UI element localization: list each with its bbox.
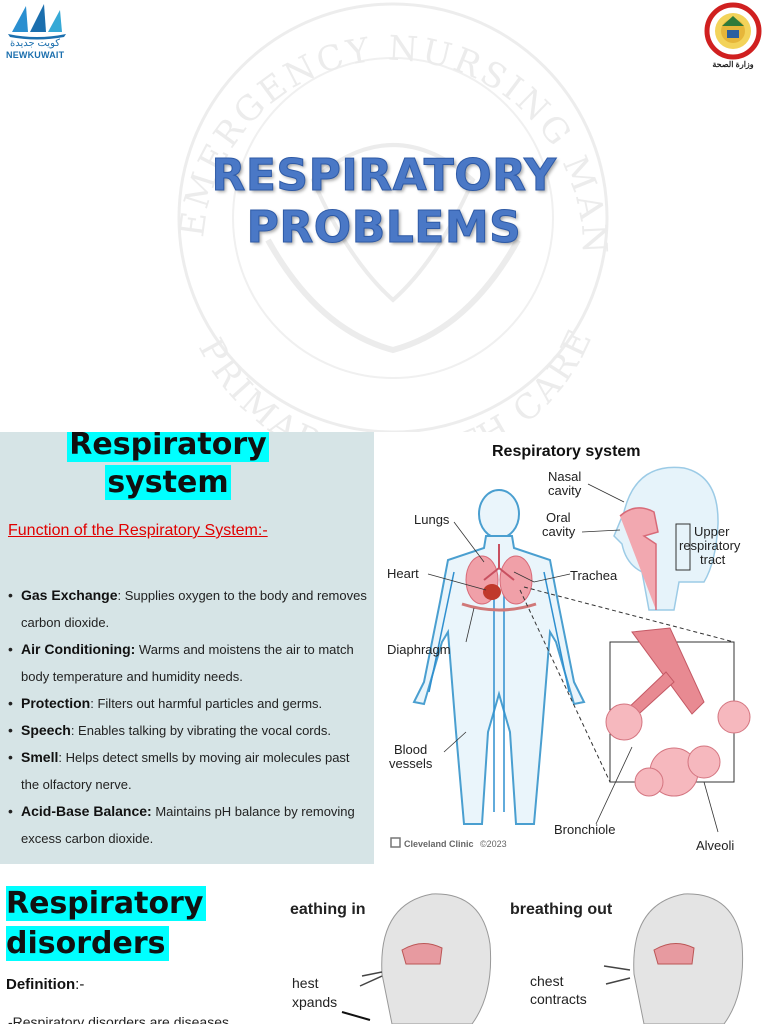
disorders-heading-line-2: disorders [6, 926, 169, 961]
head-breathing-out [603, 893, 744, 1024]
list-item: Smell: Helps detect smells by moving air… [8, 744, 370, 798]
respiratory-system-panel: Respiratory system Function of the Respi… [0, 432, 374, 864]
body-figure [412, 489, 586, 825]
label-diaphragm: Diaphragm [387, 642, 451, 657]
function-sep: : [70, 723, 75, 738]
diagram-title: Respiratory system [492, 443, 641, 460]
new-kuwait-logo: كويت جديدة NEWKUWAIT [4, 2, 72, 64]
watermark-emblem: EMERGENCY NURSING MANAGEMENT PRIMARY HEA… [118, 0, 612, 432]
head-breathing-in [341, 893, 492, 1024]
function-term: Speech [21, 722, 71, 738]
function-term: Gas Exchange [21, 587, 118, 603]
function-list: Gas Exchange: Supplies oxygen to the bod… [8, 582, 370, 852]
label-blood-1: Blood [394, 742, 427, 757]
function-sep: : [90, 696, 94, 711]
chest-contracts-label-2: contracts [530, 991, 587, 1007]
function-title: Function of the Respiratory System:- [8, 522, 268, 539]
breathing-out-label: breathing out [510, 901, 613, 918]
function-term: Air Conditioning: [21, 641, 136, 657]
leader-lines [427, 483, 719, 833]
definition-suffix: :- [75, 976, 85, 993]
function-desc: Enables talking by vibrating the vocal c… [74, 723, 331, 738]
list-item: Air Conditioning: Warms and moistens the… [8, 636, 370, 690]
logo-left-arabic: كويت جديدة [10, 38, 61, 49]
blood-vessels [428, 571, 570, 812]
disorders-heading-line-1: Respiratory [6, 886, 207, 921]
page-title: RESPIRATORY PROBLEMS [150, 150, 618, 254]
definition-label: Definition:- [6, 976, 84, 993]
system-heading-line-1: Respiratory [67, 432, 269, 462]
credit-text: Cleveland Clinic [404, 839, 474, 849]
function-sep: : [117, 588, 122, 603]
function-term: Smell [21, 749, 59, 765]
watermark-bottom-text: PRIMARY HEALTH CARE [190, 321, 598, 432]
head-profile [613, 466, 719, 611]
label-oral-2: cavity [542, 524, 576, 539]
breathing-illustration: eathing in breathing out hest xpands che… [282, 864, 768, 1024]
zoom-lines [519, 586, 735, 783]
label-blood-2: vessels [389, 756, 433, 771]
heart [483, 584, 501, 600]
list-item: Gas Exchange: Supplies oxygen to the bod… [8, 582, 370, 636]
sail-icon [8, 4, 66, 40]
label-nasal-1: Nasal [548, 469, 581, 484]
label-oral-1: Oral [546, 510, 571, 525]
definition-text: -Respiratory disorders are diseases [8, 1014, 229, 1024]
label-lungs: Lungs [414, 512, 450, 527]
chest-expands-label-2: xpands [292, 994, 337, 1010]
list-item: Acid-Base Balance: Maintains pH balance … [8, 798, 370, 852]
label-heart: Heart [387, 566, 419, 581]
respiratory-diagram: Respiratory system Nasal cavity Lungs Or… [374, 432, 768, 864]
function-desc: Filters out harmful particles and germs. [93, 696, 323, 711]
function-term: Protection [21, 695, 91, 711]
logo-right-arabic: وزارة الصحة [712, 60, 754, 69]
svg-text:PRIMARY HEALTH CARE: PRIMARY HEALTH CARE [190, 321, 601, 432]
ministry-of-health-logo: وزارة الصحة [700, 2, 766, 74]
list-item: Speech: Enables talking by vibrating the… [8, 717, 370, 744]
title-slide: EMERGENCY NURSING MANAGEMENT PRIMARY HEA… [0, 0, 768, 432]
list-item: Protection: Filters out harmful particle… [8, 690, 370, 717]
emblem-icon [704, 2, 762, 60]
chest-expands-label-1: hest [292, 975, 319, 991]
function-sep: : [58, 750, 62, 765]
label-upper-3: tract [700, 552, 726, 567]
label-upper-1: Upper [694, 524, 730, 539]
function-term: Acid-Base Balance: [21, 803, 152, 819]
respiratory-disorders-panel: Respiratory disorders Definition:- -Resp… [0, 864, 282, 1024]
function-desc: Maintains pH balance by removing excess … [21, 804, 355, 846]
definition-label-text: Definition [6, 976, 76, 993]
label-nasal-2: cavity [548, 483, 582, 498]
label-bronchiole: Bronchiole [554, 822, 615, 837]
breathing-in-label: eathing in [290, 901, 366, 918]
bronchiole-alveoli [605, 627, 751, 797]
function-desc: Warms and moistens the air to match body… [21, 642, 354, 684]
chest-contracts-label-1: chest [530, 973, 564, 989]
credit-year: ©2023 [480, 839, 507, 849]
title-line-2: PROBLEMS [246, 202, 522, 254]
title-line-1: RESPIRATORY [211, 150, 557, 202]
diaphragm [461, 602, 537, 612]
label-upper-2: respiratory [679, 538, 741, 553]
disorders-heading: Respiratory disorders [6, 884, 207, 964]
label-alveoli: Alveoli [696, 838, 734, 853]
system-heading: Respiratory system [48, 432, 288, 502]
label-trachea: Trachea [570, 568, 618, 583]
cleveland-clinic-icon [390, 837, 401, 848]
lungs [461, 544, 537, 612]
logo-left-brand: NEWKUWAIT [6, 50, 65, 60]
function-desc: Supplies oxygen to the body and removes … [21, 588, 367, 630]
function-desc: Helps detect smells by moving air molecu… [21, 750, 350, 792]
system-heading-line-2: system [105, 465, 231, 500]
